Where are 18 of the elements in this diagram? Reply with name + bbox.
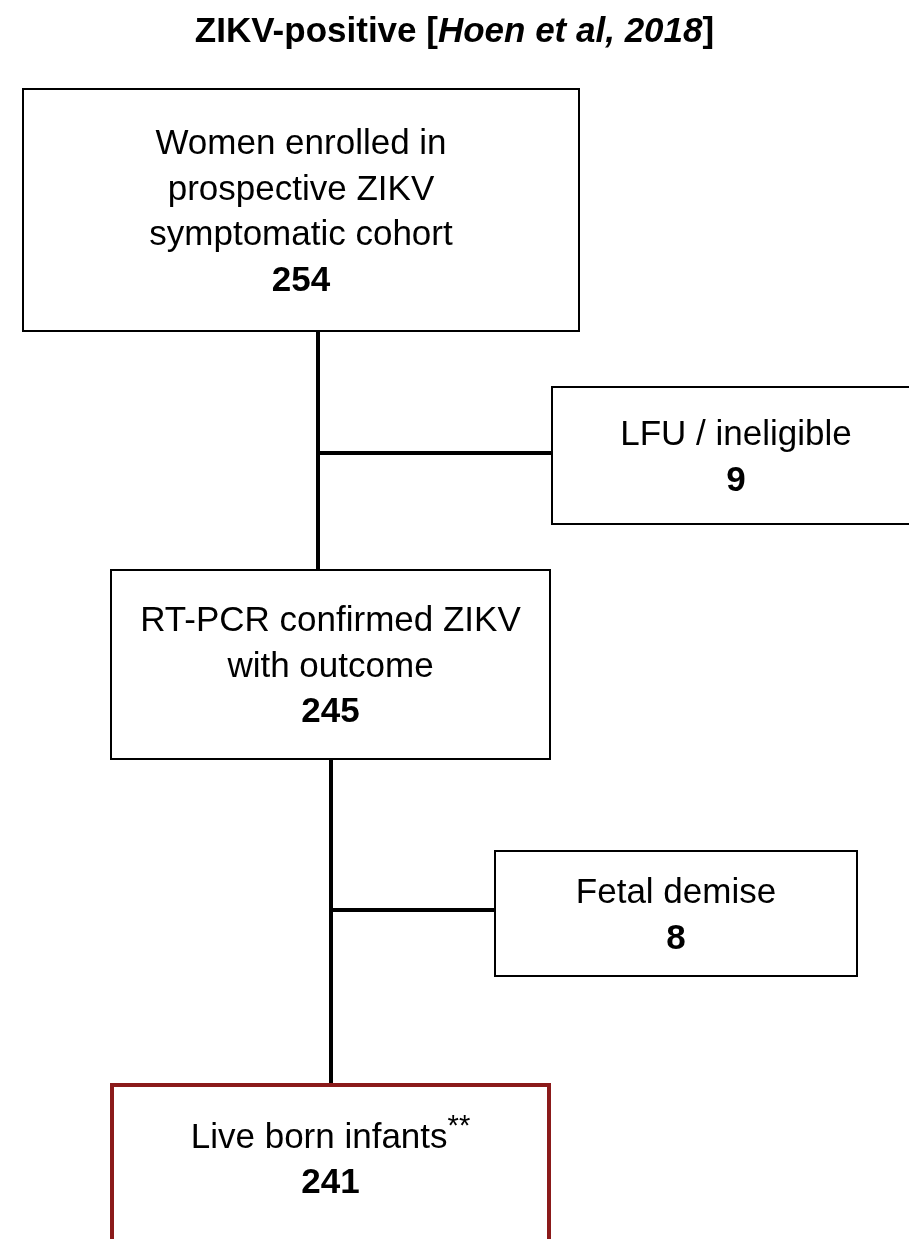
connector-line	[316, 332, 551, 455]
process-box	[551, 386, 909, 525]
box-text: Fetal demise	[575, 870, 777, 912]
box-text: RT-PCR confirmed ZIKV with outcome	[139, 598, 522, 686]
process-box	[22, 88, 580, 332]
process-box	[110, 569, 551, 760]
box-text: Live born infants$^{**}$	[190, 1108, 471, 1157]
count-number: 241	[301, 1160, 360, 1203]
process-box	[494, 850, 858, 977]
box-text: Women enrolled in prospective ZIKV symptomatic cohort	[148, 121, 454, 254]
count-number: 9	[726, 457, 746, 500]
count-number: 245	[301, 689, 360, 732]
process-box	[110, 1083, 551, 1239]
box-text: LFU / ineligible	[620, 412, 852, 454]
diagram-title: ZIKV-positive [Hoen et al, 2018]	[193, 10, 716, 50]
count-number: 254	[271, 257, 331, 300]
connector-line	[329, 760, 494, 912]
count-number: 8	[666, 915, 686, 958]
